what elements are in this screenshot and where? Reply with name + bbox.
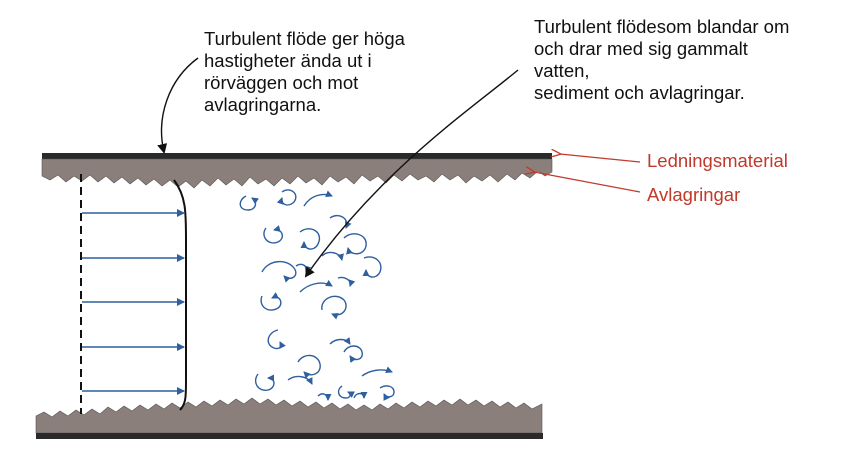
eddy-24 [379,385,395,401]
left-annotation: Turbulent flöde ger höga hastigheter änd… [204,28,405,116]
eddy-2 [276,189,297,206]
eddy-21 [287,375,313,385]
right-annotation-line-2: och drar med sig gammalt [534,38,748,59]
velocity-profile-curve [173,179,187,411]
eddy-9 [261,261,297,283]
pipe-material-leader [560,154,641,163]
eddy-23 [337,385,355,399]
right-annotation: Turbulent flödesom blandar om och drar m… [534,16,789,104]
left-annotation-line-4: avlagringarna. [204,94,322,115]
eddy-6 [329,214,352,229]
eddy-14 [299,279,333,293]
eddy-25 [317,393,332,401]
eddy-13 [260,292,282,311]
eddy-17 [297,354,321,379]
eddy-8 [321,251,344,261]
top-deposit-layer [41,158,553,189]
left-annotation-line-1: Turbulent flöde ger höga [204,28,405,49]
deposits-leader [534,172,641,193]
left-annotation-line-3: rörväggen och mot [204,72,359,93]
eddy-16 [267,329,286,350]
deposits-label: Avlagringar [647,184,741,205]
eddy-11 [362,256,382,278]
velocity-arrows [82,209,185,395]
eddy-20 [254,373,275,391]
eddy-18 [343,345,363,363]
eddy-22 [361,366,393,377]
pipe-material-label: Ledningsmaterial [647,150,788,171]
eddy-10 [295,263,312,273]
eddy-7 [343,233,367,255]
eddy-1 [239,195,259,211]
eddy-3 [303,190,333,207]
eddy-5 [299,228,321,250]
bottom-deposit-layer [35,397,543,434]
right-annotation-line-4: sediment och avlagringar. [534,82,745,103]
turbulent-eddies [239,189,395,401]
left-annotation-line-2: hastigheter ända ut i [204,50,372,71]
right-annotation-line-3: vatten, [534,60,590,81]
left-note-leader [157,57,199,154]
bottom-pipe-wall [36,433,543,439]
eddy-12 [337,276,356,287]
right-annotation-line-1: Turbulent flödesom blandar om [534,16,790,37]
eddy-26 [353,391,368,399]
eddy-4 [263,225,284,244]
eddy-15 [321,295,347,320]
right-note-leader [304,69,519,278]
eddy-19 [329,337,351,345]
top-pipe-wall [42,153,552,159]
